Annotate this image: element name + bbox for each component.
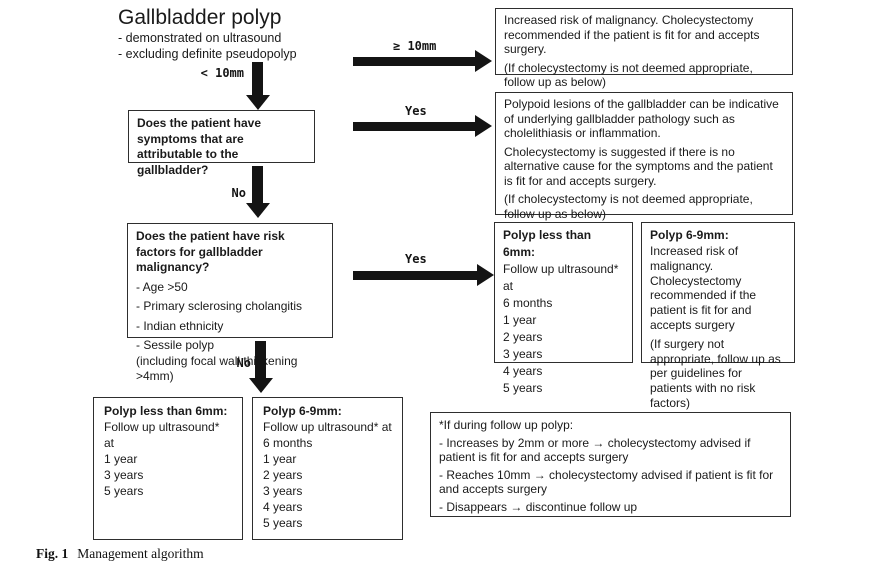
arrow-label-lt10mm: < 10mm	[200, 66, 244, 80]
page-title: Gallbladder polyp	[118, 6, 282, 29]
arrow-head-icon	[249, 378, 273, 393]
followup-line: 2 years	[503, 330, 543, 344]
box-risk-polyp-6to9: Polyp 6-9mm: Increased risk of malignanc…	[641, 222, 795, 410]
risk-factor-item: - Primary sclerosing cholangitis	[136, 299, 303, 313]
ge10-outcome-p1: Increased risk of malignancy. Cholecyste…	[504, 13, 760, 56]
risk-polyp-6to9-p1: Increased risk of malignancy. Cholecyste…	[650, 244, 757, 332]
norisk-polyp-6to9-heading: Polyp 6-9mm:	[263, 404, 342, 418]
box-norisk-polyp-lt6: Polyp less than 6mm: Follow up ultrasoun…	[93, 397, 243, 540]
arrow-label-no-risk: No	[236, 356, 251, 370]
followup-line: 1 year	[263, 452, 297, 466]
box-followup-note: *If during follow up polyp: - Increases …	[430, 412, 791, 517]
followup-line: 3 years	[104, 468, 144, 482]
arrow-label-no-symptoms: No	[231, 186, 246, 200]
followup-line: 4 years	[503, 364, 543, 378]
arrow-head-icon	[246, 203, 270, 218]
arrow-label-yes-symptoms: Yes	[405, 104, 427, 118]
arrow-head-icon	[475, 115, 492, 137]
arrow-head-icon	[477, 264, 494, 286]
arrow-label-ge10mm: ≥ 10mm	[393, 39, 437, 53]
symptoms-question-text: Does the patient have symptoms that are …	[137, 116, 262, 177]
followup-line: 1 year	[503, 313, 537, 327]
followup-line: Follow up ultrasound* at	[503, 262, 619, 293]
followup-line: 6 months	[503, 296, 553, 310]
followup-line: 6 months	[263, 436, 313, 450]
ge10-outcome-p2: (If cholecystectomy is not deemed approp…	[504, 60, 753, 90]
arrow-label-yes-risk: Yes	[405, 252, 427, 266]
arrow-head-icon	[246, 95, 270, 110]
arrow-shaft-no-symptoms	[252, 166, 263, 203]
box-ge10-outcome: Increased risk of malignancy. Cholecyste…	[495, 8, 793, 89]
risk-question-heading: Does the patient have risk factors for g…	[136, 229, 285, 274]
symptomatic-outcome-p1: Polypoid lesions of the gallbladder can …	[504, 97, 779, 140]
arrow-shaft-lt10mm	[252, 62, 263, 95]
risk-polyp-lt6-heading: Polyp less than 6mm:	[503, 228, 592, 259]
followup-line: 4 years	[263, 500, 303, 514]
followup-line: 3 years	[263, 484, 303, 498]
box-norisk-polyp-6to9: Polyp 6-9mm: Follow up ultrasound* at 6 …	[252, 397, 403, 540]
figure-caption-text: Management algorithm	[77, 546, 204, 561]
figure-caption-label: Fig. 1	[36, 546, 69, 561]
arrow-shaft-no-risk	[255, 341, 266, 378]
arrow-head-icon	[475, 50, 492, 72]
followup-note-p4: - Disappears → discontinue follow up	[439, 499, 638, 514]
followup-line: 5 years	[104, 484, 144, 498]
followup-line: 2 years	[263, 468, 303, 482]
risk-polyp-6to9-heading: Polyp 6-9mm:	[650, 228, 729, 242]
arrow-shaft-ge10mm	[353, 57, 475, 66]
followup-line: 1 year	[104, 452, 138, 466]
title-bullet-1: - demonstrated on ultrasound	[118, 31, 282, 45]
followup-line: Follow up ultrasound* at	[263, 420, 392, 434]
figure-caption: Fig. 1 Management algorithm	[36, 546, 204, 562]
risk-factor-item: - Sessile polyp	[136, 338, 215, 352]
symptomatic-outcome-p3: (If cholecystectomy is not deemed approp…	[504, 192, 753, 221]
box-risk-question: Does the patient have risk factors for g…	[127, 223, 333, 383]
box-risk-polyp-lt6: Polyp less than 6mm: Follow up ultrasoun…	[494, 222, 633, 395]
arrow-shaft-yes-risk	[353, 271, 477, 280]
followup-note-p3: - Reaches 10mm → cholecystectomy advised…	[439, 467, 774, 497]
followup-line: 3 years	[503, 347, 543, 361]
risk-factor-item: - Age >50	[136, 279, 188, 294]
followup-line: Follow up ultrasound* at	[104, 420, 220, 450]
risk-polyp-6to9-p2: (If surgery not appropriate, follow up a…	[650, 336, 781, 410]
followup-note-p1: *If during follow up polyp:	[439, 418, 574, 432]
box-symptoms-question: Does the patient have symptoms that are …	[128, 110, 315, 177]
followup-line: 5 years	[503, 381, 543, 395]
risk-factor-item: - Indian ethnicity	[136, 318, 224, 333]
symptomatic-outcome-p2: Cholecystectomy is suggested if there is…	[504, 144, 773, 188]
title-bullet-2: - excluding definite pseudopolyp	[118, 47, 297, 61]
box-symptomatic-outcome: Polypoid lesions of the gallbladder can …	[495, 92, 793, 221]
title-block: Gallbladder polyp - demonstrated on ultr…	[118, 6, 378, 62]
arrow-shaft-yes-symptoms	[353, 122, 475, 131]
followup-line: 5 years	[263, 516, 303, 530]
followup-note-p2: - Increases by 2mm or more → cholecystec…	[439, 435, 751, 465]
norisk-polyp-lt6-heading: Polyp less than 6mm:	[104, 404, 228, 418]
